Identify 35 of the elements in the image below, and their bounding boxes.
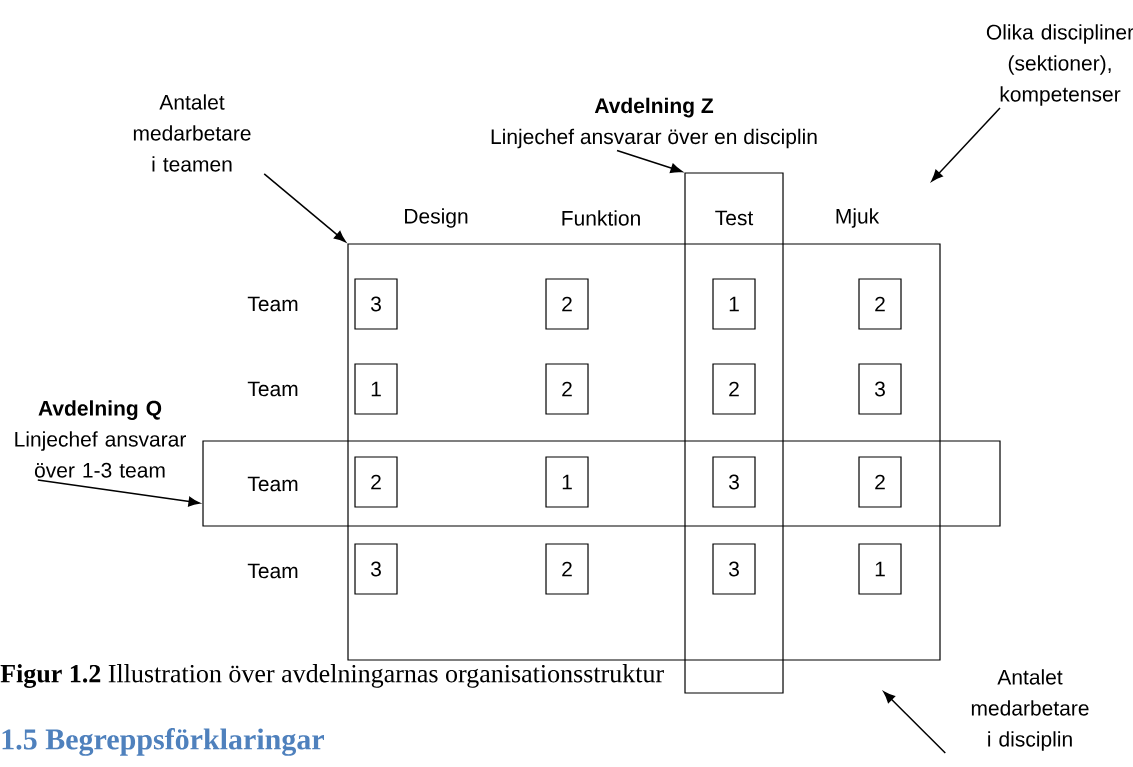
grid-frame	[347, 243, 941, 661]
column-header: Mjuk	[836, 208, 880, 228]
arrow	[931, 107, 1001, 182]
column-header: Funktion	[562, 210, 640, 226]
count-box: 1	[858, 543, 902, 595]
annotation: Antalet medarbetare i teamen	[133, 94, 251, 172]
annotation: Avdelning Z Linjechef ansvarar över en disciplin	[491, 97, 817, 149]
arrow	[883, 691, 947, 754]
count-box: 2	[858, 278, 902, 330]
count-box: 2	[712, 363, 756, 415]
count-box: 2	[545, 278, 589, 330]
count-box: 2	[354, 456, 398, 508]
arrow	[263, 173, 346, 243]
count-box: 3	[354, 543, 398, 595]
section-heading: 1.5 Begreppsförklaringar	[2, 728, 324, 756]
row-label: Team	[247, 296, 298, 312]
count-box: 1	[545, 456, 589, 508]
count-box: 3	[712, 456, 756, 508]
count-box: 2	[545, 363, 589, 415]
row-label: Team	[247, 563, 298, 579]
count-box: 3	[354, 278, 398, 330]
figure-caption: Figur 1.2 Illustration över avdelningarnas organisationsstruktur	[0, 664, 664, 688]
row-label: Team	[247, 381, 298, 397]
annotation: Antalet medarbetare i disciplin	[971, 669, 1089, 751]
column-header: Design	[405, 208, 468, 228]
count-box: 3	[858, 363, 902, 415]
count-box: 3	[712, 543, 756, 595]
annotation: Avdelning Q Linjechef ansvarar över 1-3 team	[15, 400, 186, 478]
count-box: 2	[545, 543, 589, 595]
count-box: 1	[354, 363, 398, 415]
count-box: 1	[712, 278, 756, 330]
annotation: Olika discipliner (sektioner), kompetenser	[986, 24, 1133, 106]
arrow	[37, 479, 201, 507]
count-box: 2	[858, 456, 902, 508]
arrow	[616, 149, 683, 173]
